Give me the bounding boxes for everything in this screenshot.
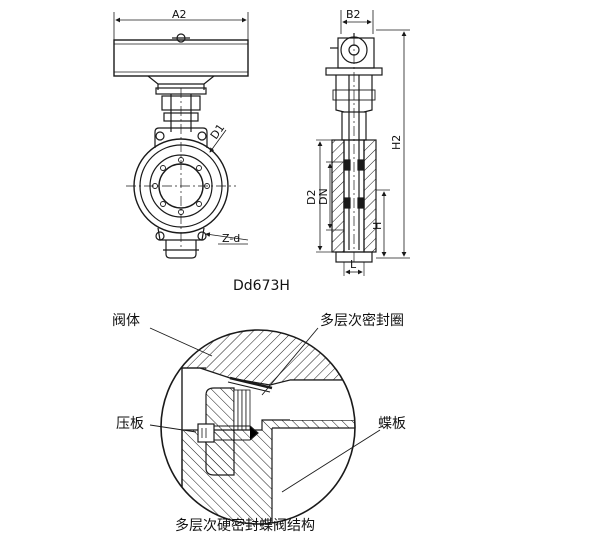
side-view — [316, 10, 410, 276]
label-disc: 蝶板 — [378, 416, 406, 432]
model-title: Dd673H — [233, 278, 290, 294]
dim-l-label: L — [350, 258, 357, 271]
front-view — [113, 12, 249, 259]
dim-d2-label: D2 — [305, 190, 318, 205]
detail-view — [149, 327, 381, 525]
label-seal-ring: 多层次密封圈 — [320, 312, 404, 329]
dim-b2-label: B2 — [346, 8, 361, 21]
dim-h2-label: H2 — [390, 135, 403, 150]
dim-a2-label: A2 — [172, 8, 187, 21]
dim-dn-label: DN — [317, 188, 330, 205]
label-pressure-plate: 压板 — [116, 416, 144, 432]
label-body: 阀体 — [112, 313, 140, 329]
dim-zd-label: Z-d — [222, 232, 240, 245]
detail-caption: 多层次硬密封蝶阀结构 — [175, 517, 315, 534]
dim-h-label: H — [371, 222, 384, 230]
dim-d1-label: D1 — [208, 122, 228, 142]
